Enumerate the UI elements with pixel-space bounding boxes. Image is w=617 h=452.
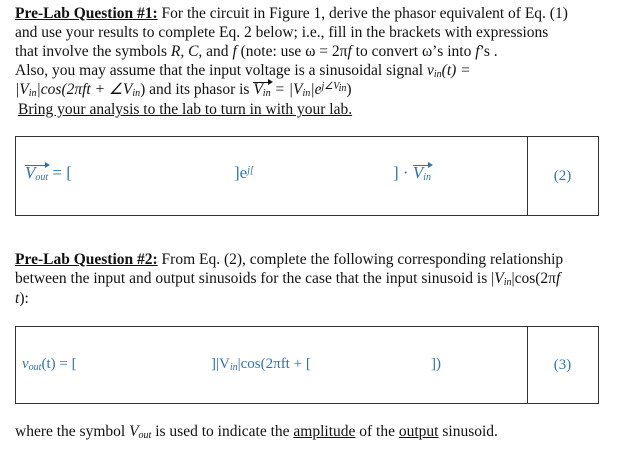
text: f [347, 43, 352, 60]
text: between the input and output sinusoids f… [15, 270, 495, 287]
q1-line: and use your results to complete Eq. 2 b… [15, 24, 549, 41]
text: V [129, 423, 139, 440]
text: ]e [234, 163, 248, 182]
eq2-lhs: Vout = [ [25, 162, 72, 183]
eq3-rhs: ]) [431, 356, 441, 372]
text: (t) = [441, 62, 471, 79]
equation-3-box: vout(t) = [ ]|Vin|cos(2πft + [ ]) (3) [15, 326, 599, 404]
text: |cos(2π [511, 270, 556, 287]
text: sinusoid. [438, 423, 498, 440]
q1-line: Also, you may assume that the input volt… [15, 62, 471, 80]
text: in [28, 88, 37, 99]
text: V [412, 163, 424, 182]
text: From Eq. (2), complete the following cor… [157, 251, 564, 268]
text: v [22, 356, 29, 372]
divider [527, 137, 528, 215]
text: For the circuit in Figure 1, derive the … [157, 5, 568, 22]
text: f [556, 270, 561, 287]
text: R, C, [170, 43, 203, 60]
text: |cos(2πft + [ [237, 356, 311, 372]
text: amplitude [293, 423, 356, 440]
equation-2-box: Vout = [ ]ej[ ] · Vin (2) [15, 136, 599, 216]
text: ) [346, 81, 352, 98]
text: of the [355, 423, 399, 440]
text: in [503, 277, 512, 288]
text: |e [310, 81, 322, 98]
text: out [138, 430, 152, 441]
footer-sentence: where the symbol Vout is used to indicat… [15, 423, 498, 441]
text: where the symbol [15, 423, 130, 440]
vector-vout: Vout [25, 162, 51, 183]
q1-line: |Vin|cos(2πft + ∠Vin) and its phasor is … [15, 79, 352, 99]
text: V [494, 270, 504, 287]
text: and [202, 43, 233, 60]
eq2-mid: ]ej[ [234, 163, 254, 183]
q2-line: t): [15, 290, 29, 307]
text: ): [19, 290, 29, 307]
text: in [338, 83, 347, 94]
text: (t) = [ [41, 356, 77, 372]
text: Also, you may assume that the input volt… [15, 62, 427, 79]
text: is used to indicate the [151, 423, 294, 440]
q1-line: Bring your analysis to the lab to turn i… [18, 101, 353, 118]
vector-vin: Vin [253, 79, 273, 99]
text: out [28, 362, 42, 373]
text: in [262, 88, 271, 99]
text: ’s . [479, 43, 498, 60]
text: ]|V [211, 356, 230, 372]
text: out [35, 172, 49, 183]
text: ] · [393, 163, 413, 182]
text: in [302, 88, 311, 99]
equation-number: (3) [553, 357, 572, 373]
text: V [253, 81, 263, 98]
text: in [132, 88, 141, 99]
text: j∠V [321, 81, 339, 92]
q2-heading: Pre-Lab Question #2: [15, 251, 158, 268]
text: |V [15, 81, 29, 98]
equation-number: (2) [553, 168, 572, 184]
text: (note: use ω = 2π [236, 43, 348, 60]
text: in [423, 172, 431, 183]
text: that involve the symbols [15, 43, 171, 60]
q1-line: Pre-Lab Question #1: For the circuit in … [15, 5, 568, 22]
vector-vin: Vin [412, 162, 434, 183]
text: t [15, 290, 20, 307]
eq3-lhs: vout(t) = [ [22, 354, 77, 374]
q2-line: between the input and output sinusoids f… [15, 270, 561, 288]
q2-line: Pre-Lab Question #2: From Eq. (2), compl… [15, 251, 563, 268]
text: to convert ω’s into [351, 43, 476, 60]
text: in [433, 69, 442, 80]
text: v [427, 62, 434, 79]
text: V [25, 163, 36, 182]
text: output [398, 423, 439, 440]
text: j[ [247, 165, 254, 176]
divider [527, 327, 528, 403]
text: in [229, 362, 238, 373]
text: ) and its phasor is [140, 81, 254, 98]
text: = |V [270, 81, 303, 98]
text: |cos(2πft + ∠V [36, 81, 133, 98]
q1-line: that involve the symbols R, C, and f (no… [15, 43, 498, 60]
text: f [475, 43, 480, 60]
eq2-rhs: ] · Vin [393, 162, 434, 183]
eq3-mid: ]|Vin|cos(2πft + [ [211, 354, 311, 374]
text: = [ [48, 163, 72, 182]
text: f [232, 43, 237, 60]
q1-heading: Pre-Lab Question #1: [15, 5, 158, 22]
